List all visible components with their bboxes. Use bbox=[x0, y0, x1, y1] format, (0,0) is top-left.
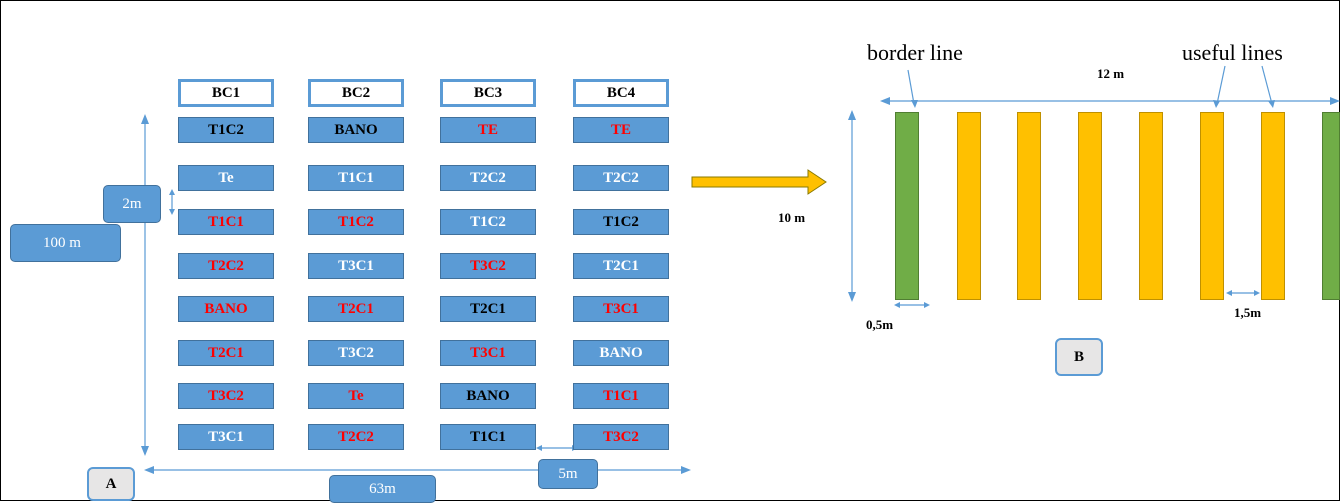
treatment-cell: T1C1 bbox=[440, 424, 536, 450]
treatment-cell: T2C2 bbox=[440, 165, 536, 191]
treatment-cell: T1C2 bbox=[178, 117, 274, 143]
treatment-cell: T3C2 bbox=[178, 383, 274, 409]
useful-line-bar bbox=[1078, 112, 1102, 300]
treatment-cell: T2C2 bbox=[308, 424, 404, 450]
treatment-cell: T1C2 bbox=[308, 209, 404, 235]
block-header-bc2: BC2 bbox=[308, 79, 404, 107]
treatment-cell: T1C1 bbox=[178, 209, 274, 235]
block-header-bc1: BC1 bbox=[178, 79, 274, 107]
treatment-cell: TE bbox=[573, 117, 669, 143]
treatment-cell: T3C1 bbox=[440, 340, 536, 366]
line-width-label: 0,5m bbox=[866, 317, 894, 332]
useful-line-bar bbox=[1261, 112, 1285, 300]
field-length-label: 100 m bbox=[10, 224, 121, 262]
field-width-label: 63m bbox=[329, 475, 436, 503]
treatment-cell: BANO bbox=[308, 117, 404, 143]
transition-arrow bbox=[691, 169, 827, 195]
treatment-cell: T3C1 bbox=[308, 253, 404, 279]
block-spacing-label: 5m bbox=[538, 459, 598, 489]
useful-line-bar bbox=[1139, 112, 1163, 300]
treatment-cell: T2C1 bbox=[573, 253, 669, 279]
treatment-cell: T1C2 bbox=[440, 209, 536, 235]
panel-a-tag: A bbox=[87, 467, 135, 501]
treatment-cell: T2C1 bbox=[440, 296, 536, 322]
treatment-cell: TE bbox=[440, 117, 536, 143]
treatment-cell: T1C1 bbox=[308, 165, 404, 191]
treatment-cell: T2C2 bbox=[178, 253, 274, 279]
treatment-cell: T3C2 bbox=[573, 424, 669, 450]
treatment-cell: T1C1 bbox=[573, 383, 669, 409]
treatment-cell: Te bbox=[308, 383, 404, 409]
border-line-bar bbox=[1322, 112, 1340, 300]
block-header-bc3: BC3 bbox=[440, 79, 536, 107]
plot-width-label: 12 m bbox=[1097, 66, 1125, 81]
line-spacing-label: 1,5m bbox=[1234, 305, 1262, 320]
useful-line-bar bbox=[1017, 112, 1041, 300]
panel-b-tag: B bbox=[1055, 338, 1103, 376]
treatment-cell: BANO bbox=[178, 296, 274, 322]
treatment-cell: T3C1 bbox=[178, 424, 274, 450]
treatment-cell: BANO bbox=[573, 340, 669, 366]
treatment-cell: T2C2 bbox=[573, 165, 669, 191]
useful-line-bar bbox=[1200, 112, 1224, 300]
treatment-cell: BANO bbox=[440, 383, 536, 409]
treatment-cell: T3C1 bbox=[573, 296, 669, 322]
treatment-cell: T1C2 bbox=[573, 209, 669, 235]
treatment-cell: T2C1 bbox=[178, 340, 274, 366]
treatment-cell: T3C2 bbox=[440, 253, 536, 279]
useful-lines-label: useful lines bbox=[1182, 40, 1283, 65]
useful-line-bar bbox=[957, 112, 981, 300]
border-line-bar bbox=[895, 112, 919, 300]
block-height-label: 2m bbox=[103, 185, 161, 223]
treatment-cell: T3C2 bbox=[308, 340, 404, 366]
treatment-cell: Te bbox=[178, 165, 274, 191]
block-header-bc4: BC4 bbox=[573, 79, 669, 107]
treatment-cell: T2C1 bbox=[308, 296, 404, 322]
border-line-label: border line bbox=[867, 40, 963, 65]
plot-height-label: 10 m bbox=[778, 210, 806, 225]
